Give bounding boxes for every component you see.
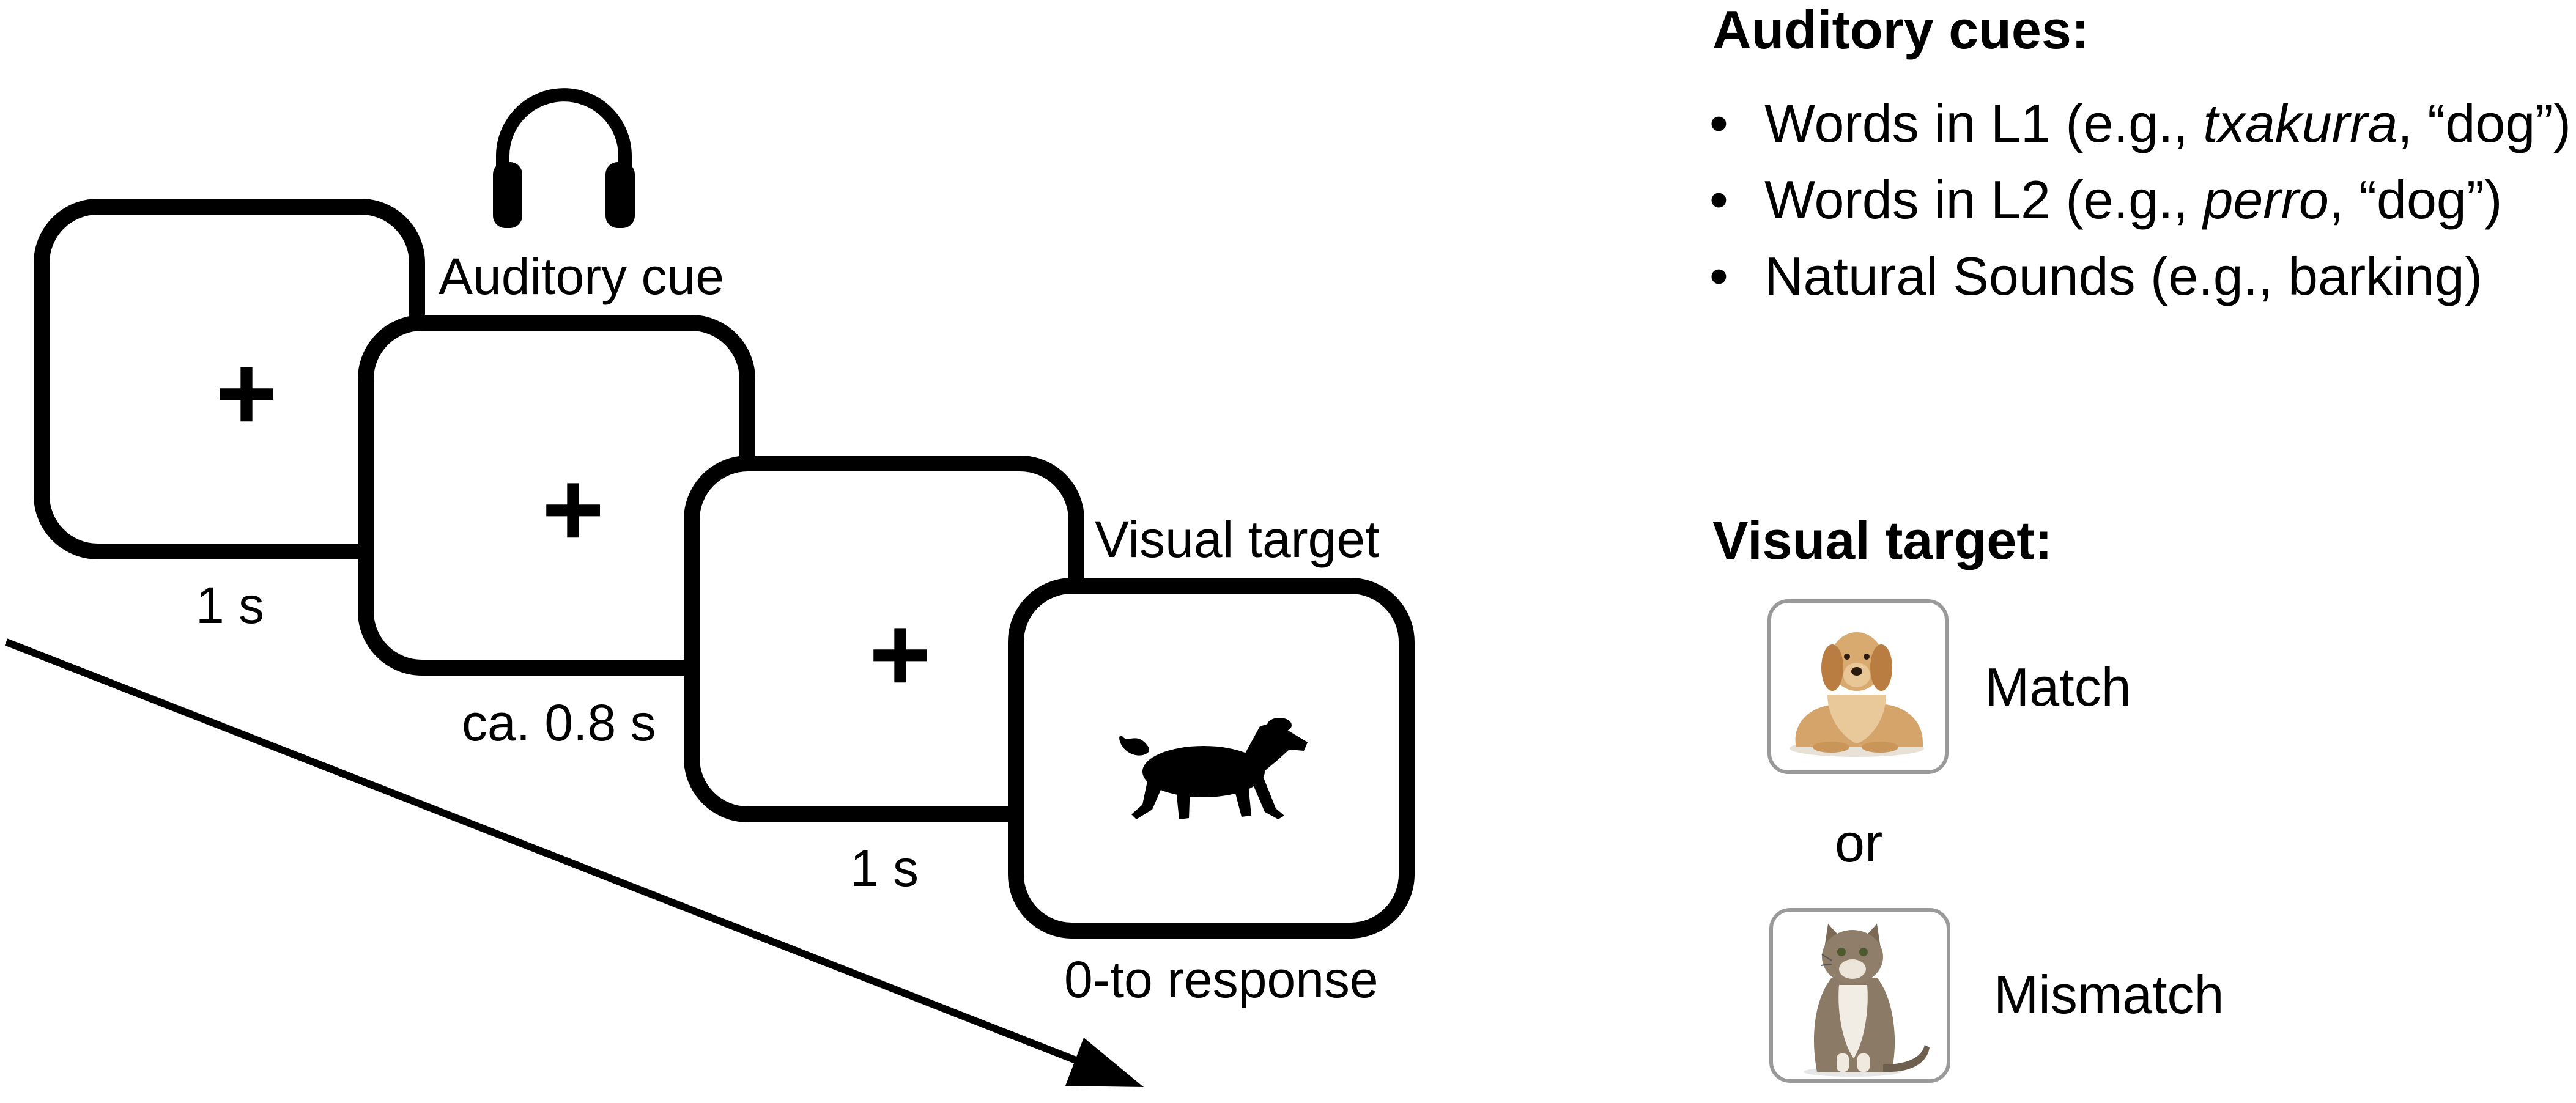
item-example: perro bbox=[2203, 169, 2329, 230]
arrow-head-icon bbox=[1065, 1038, 1144, 1087]
cat-photo-drawing bbox=[1804, 924, 1930, 1077]
dog-photo-icon bbox=[1767, 599, 1949, 774]
fixation-cross: + bbox=[868, 595, 932, 714]
bullet-icon: • bbox=[1709, 169, 1728, 230]
duration-label-3: 1 s bbox=[850, 839, 919, 897]
item-text: Words in L1 (e.g., bbox=[1764, 93, 2204, 153]
auditory-cues-heading: Auditory cues: bbox=[1712, 0, 2090, 60]
bullet-icon: • bbox=[1709, 246, 1728, 306]
duration-label-1: 1 s bbox=[196, 577, 265, 634]
visual-target-frame bbox=[1008, 578, 1415, 939]
visual-target-label: Visual target bbox=[1095, 511, 1380, 568]
fixation-cross: + bbox=[541, 450, 605, 569]
cat-photo-icon bbox=[1769, 908, 1950, 1083]
dog-photo-drawing bbox=[1790, 632, 1924, 757]
list-item: • Words in L2 (e.g., perro, “dog”) bbox=[1709, 173, 2566, 231]
item-text: Natural Sounds (e.g., barking) bbox=[1764, 246, 2482, 306]
list-item: • Natural Sounds (e.g., barking) bbox=[1709, 249, 2566, 308]
fixation-cross: + bbox=[215, 334, 278, 453]
item-text-end: , “dog”) bbox=[2328, 169, 2503, 230]
item-text: Words in L2 (e.g., bbox=[1764, 169, 2204, 230]
or-label: or bbox=[1835, 813, 1883, 873]
item-text-end: , “dog”) bbox=[2397, 93, 2571, 153]
bullet-icon: • bbox=[1709, 93, 1728, 153]
duration-label-4: 0-to response bbox=[1064, 951, 1379, 1008]
item-example: txakurra bbox=[2203, 93, 2398, 153]
match-label: Match bbox=[1985, 657, 2131, 717]
duration-label-2: ca. 0.8 s bbox=[462, 694, 656, 751]
auditory-cue-label: Auditory cue bbox=[439, 248, 724, 305]
visual-target-heading: Visual target: bbox=[1712, 510, 2052, 570]
mismatch-label: Mismatch bbox=[1994, 964, 2224, 1025]
list-item: • Words in L1 (e.g., txakurra, “dog”) bbox=[1709, 93, 2571, 155]
